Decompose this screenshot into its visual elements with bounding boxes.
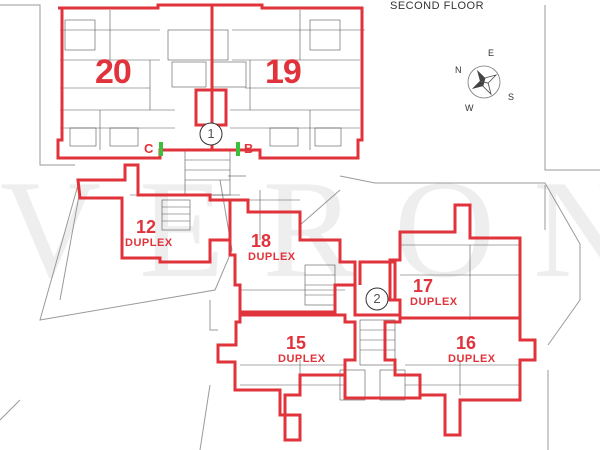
compass-rose-icon xyxy=(467,65,501,99)
compass-s: S xyxy=(508,92,515,102)
unit-12-number: 12 xyxy=(136,217,157,237)
floor-title: SECOND FLOOR xyxy=(390,0,485,12)
unit-20-number: 20 xyxy=(95,53,132,91)
stair-markers xyxy=(199,122,389,311)
unit-16-type: DUPLEX xyxy=(448,353,496,365)
entrance-doors xyxy=(159,142,240,156)
unit-15-type: DUPLEX xyxy=(278,353,326,365)
stair-1-number: 1 xyxy=(207,126,215,141)
entrance-b-label: B xyxy=(244,141,254,156)
stair-2-number: 2 xyxy=(373,291,381,306)
compass-w: W xyxy=(465,103,474,113)
unit-12-type: DUPLEX xyxy=(125,237,173,249)
unit-15-number: 15 xyxy=(286,333,307,353)
stair-1-marker xyxy=(199,122,223,146)
compass-e: E xyxy=(488,48,495,58)
unit-boundaries xyxy=(56,3,537,442)
unit-18-type: DUPLEX xyxy=(248,251,296,263)
compass-n: N xyxy=(455,65,462,75)
unit-19-number: 19 xyxy=(265,53,302,91)
roof-outline xyxy=(0,4,600,450)
unit-17-number: 17 xyxy=(413,276,434,296)
unit-17-type: DUPLEX xyxy=(410,296,458,308)
stair-2-marker xyxy=(365,287,389,311)
unit-18-number: 18 xyxy=(251,231,272,251)
entrance-c-label: C xyxy=(144,141,154,156)
unit-16-number: 16 xyxy=(456,333,477,353)
